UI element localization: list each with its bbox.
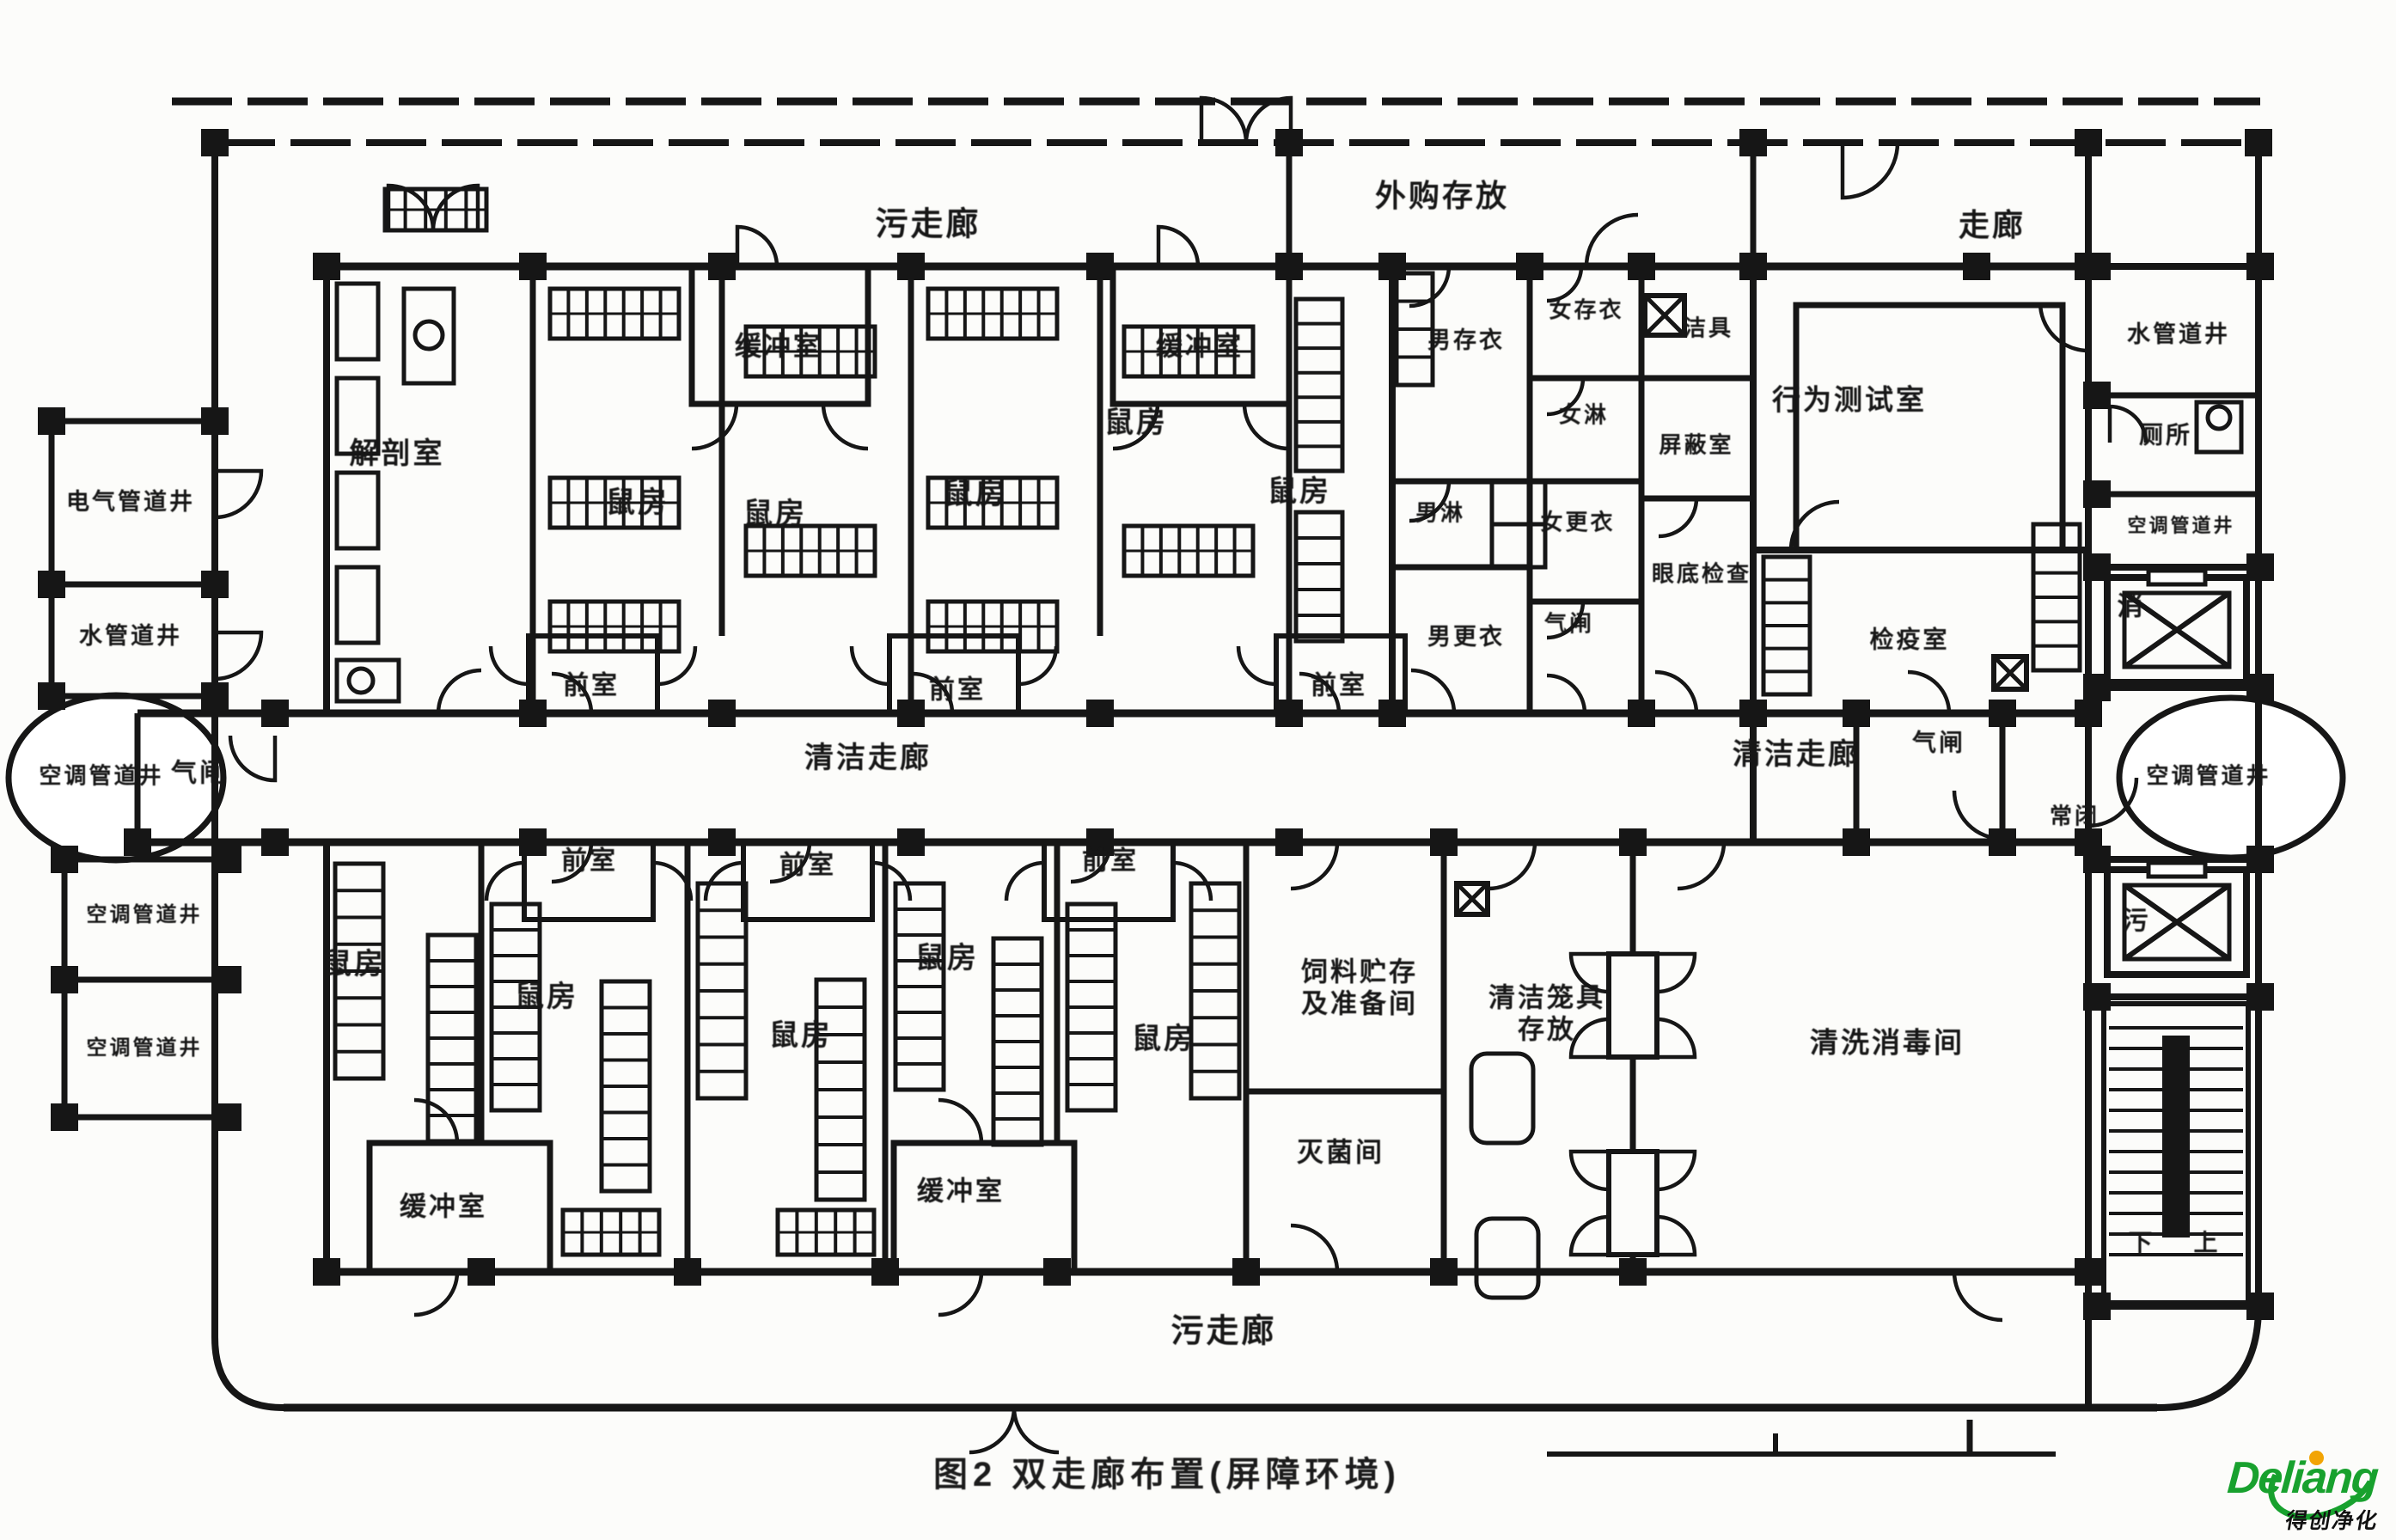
logo-dot-icon — [2309, 1451, 2324, 1465]
watermark-logo: Deliang 得创净化 — [2174, 1420, 2392, 1537]
logo-brand-text: Deliang — [2226, 1453, 2380, 1503]
logo-tagline: 得创净化 — [2283, 1509, 2381, 1533]
figure-caption: 图2 双走廊布置(屏障环境) — [933, 1456, 1401, 1494]
